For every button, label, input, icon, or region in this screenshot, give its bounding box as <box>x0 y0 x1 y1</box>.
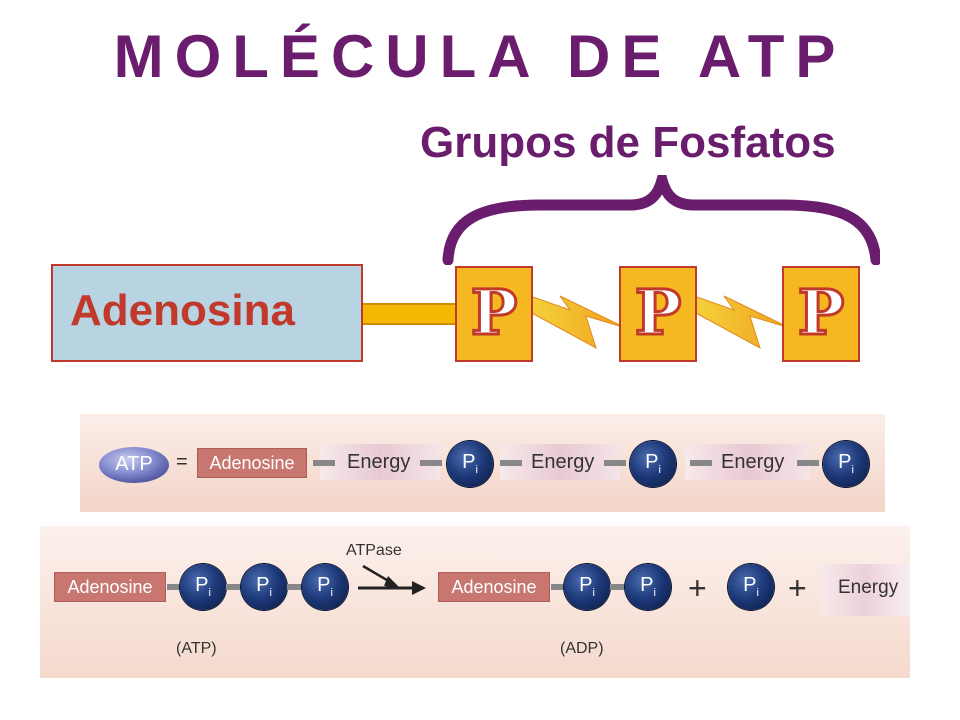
pi-main: P <box>195 574 209 596</box>
atp-ellipse <box>99 447 169 483</box>
bond-dash <box>610 584 626 590</box>
adenosine-box: Adenosine <box>438 572 550 602</box>
pi-sub: i <box>851 464 854 476</box>
bond-dash <box>226 584 242 590</box>
phosphate-ball <box>564 564 610 610</box>
phosphate-letter: P <box>469 276 519 349</box>
adp-caption: (ADP) <box>560 640 604 657</box>
pi-label: Pi <box>447 451 493 476</box>
pi-main: P <box>579 574 593 596</box>
pi-main: P <box>743 574 757 596</box>
pi-main: P <box>838 451 852 473</box>
adenosine-box: Adenosine <box>197 448 307 478</box>
high-energy-bond-icon <box>694 295 790 350</box>
adenosine-box: Adenosine <box>54 572 166 602</box>
plus-sign: + <box>788 570 807 606</box>
atp-label: ATP <box>115 453 153 475</box>
pi-label: Pi <box>823 451 869 476</box>
pi-label: Pi <box>564 574 610 599</box>
pi-sub: i <box>592 587 595 599</box>
phosphate-ball <box>625 564 671 610</box>
enzyme-label: ATPase <box>346 542 402 559</box>
phosphate-group-3 <box>782 266 860 362</box>
adenosine-label: Adenosina <box>70 286 295 335</box>
pi-sub: i <box>653 587 656 599</box>
phosphate-ball <box>728 564 774 610</box>
adenosine-box <box>51 264 363 362</box>
bond-dash <box>551 584 565 590</box>
bond-dash <box>797 460 819 466</box>
pi-sub: i <box>330 587 333 599</box>
pi-sub: i <box>756 587 759 599</box>
curly-brace-icon <box>442 175 880 265</box>
equals-sign: = <box>176 451 188 473</box>
energy-label: Energy <box>531 451 595 473</box>
bond-dash <box>690 460 712 466</box>
phosphate-ball <box>447 441 493 487</box>
phosphate-ball <box>241 564 287 610</box>
bond-dash <box>313 460 335 466</box>
phosphate-ball <box>823 441 869 487</box>
phosphate-letter: P <box>633 276 683 349</box>
atpase-reaction-panel <box>40 526 910 678</box>
bond-dash <box>500 460 522 466</box>
phosphate-groups-label: Grupos de Fosfatos <box>420 118 836 167</box>
pi-sub: i <box>208 587 211 599</box>
pi-label: Pi <box>728 574 774 599</box>
phosphate-group-2 <box>619 266 697 362</box>
reaction-arrow-icon <box>356 566 426 606</box>
atp-caption: (ATP) <box>176 640 217 657</box>
phosphate-letter: P <box>796 276 846 349</box>
high-energy-bond-icon <box>530 295 626 350</box>
energy-label: Energy <box>347 451 411 473</box>
pi-sub: i <box>269 587 272 599</box>
adenosine-phosphate-bond <box>363 303 457 325</box>
pi-label: Pi <box>241 574 287 599</box>
pi-main: P <box>317 574 331 596</box>
pi-label: Pi <box>630 451 676 476</box>
plus-sign: + <box>688 570 707 606</box>
pi-main: P <box>640 574 654 596</box>
pi-main: P <box>645 451 659 473</box>
bond-dash <box>287 584 303 590</box>
pi-sub: i <box>658 464 661 476</box>
pi-main: P <box>462 451 476 473</box>
phosphate-ball <box>302 564 348 610</box>
pi-label: Pi <box>180 574 226 599</box>
phosphate-ball <box>630 441 676 487</box>
energy-label: Energy <box>721 451 785 473</box>
energy-label: Energy <box>838 577 899 598</box>
phosphate-ball <box>180 564 226 610</box>
bond-dash <box>420 460 442 466</box>
pi-label: Pi <box>625 574 671 599</box>
pi-sub: i <box>475 464 478 476</box>
bond-dash <box>604 460 626 466</box>
phosphate-group-1 <box>455 266 533 362</box>
pi-label: Pi <box>302 574 348 599</box>
page-title: MOLÉCULA DE ATP <box>113 23 847 90</box>
pi-main: P <box>256 574 270 596</box>
bond-dash <box>167 584 181 590</box>
